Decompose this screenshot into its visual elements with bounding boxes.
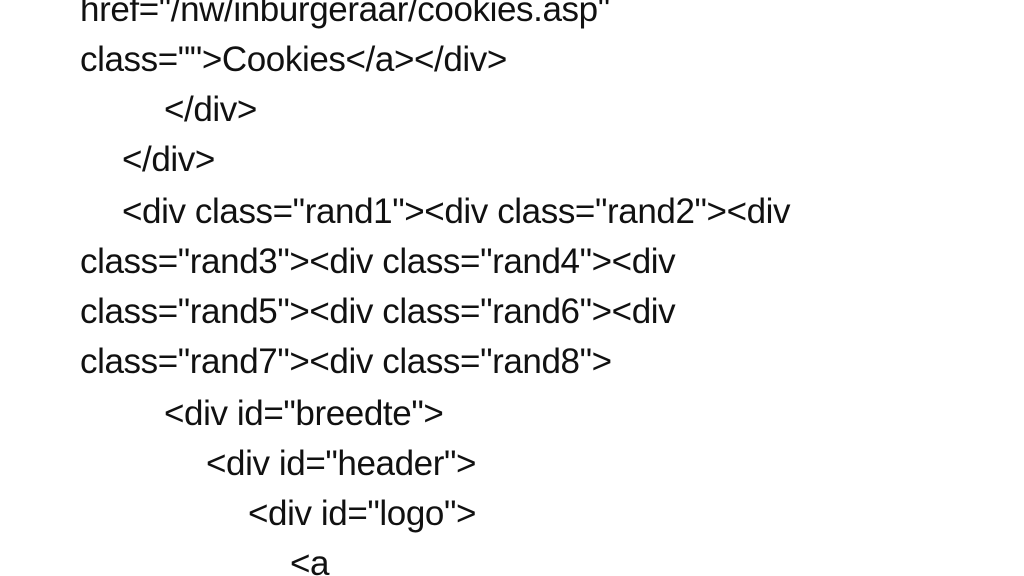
code-line-rand5: class="rand5"><div class="rand6"><div xyxy=(80,292,676,331)
code-line-cookies: class="">Cookies</a></div> xyxy=(80,40,507,79)
code-line-anchor: <a xyxy=(290,544,330,576)
code-line-close-div-1: </div> xyxy=(164,90,257,129)
code-line-href: href="/nw/inburgeraar/cookies.asp" xyxy=(80,0,610,29)
code-line-rand3: class="rand3"><div class="rand4"><div xyxy=(80,242,676,281)
code-line-rand7: class="rand7"><div class="rand8"> xyxy=(80,342,612,381)
code-line-header: <div id="header"> xyxy=(206,444,477,483)
code-line-logo: <div id="logo"> xyxy=(248,494,477,533)
code-line-close-div-2: </div> xyxy=(122,140,215,179)
code-line-rand1: <div class="rand1"><div class="rand2"><d… xyxy=(122,192,791,231)
code-line-breedte: <div id="breedte"> xyxy=(164,394,444,433)
